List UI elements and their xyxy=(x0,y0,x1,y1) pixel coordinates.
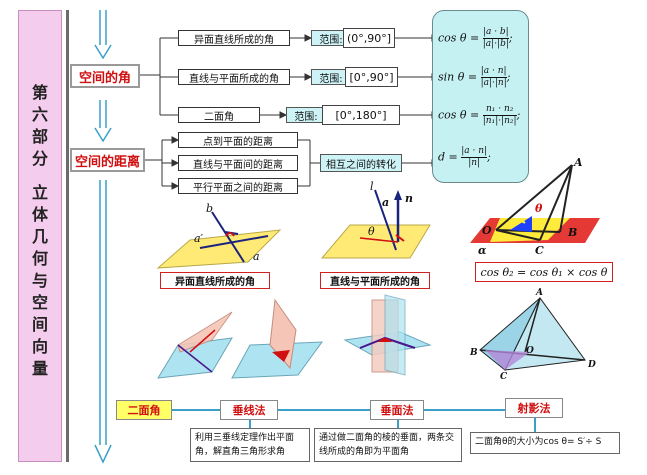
dihedral-title: 二面角 xyxy=(116,400,172,420)
note-perpendicular-plane: 通过做二面角的棱的垂面，两条交线所成的角即为平面角 xyxy=(314,428,462,462)
tri-letter-B: B xyxy=(568,226,578,239)
angle-item-line-plane: 直线与平面所成的角 xyxy=(178,69,290,85)
tri-letter-theta: θ xyxy=(535,202,543,215)
sidebar-char: 分 xyxy=(31,149,48,168)
tri-letter-C: C xyxy=(535,244,544,257)
figure-three-cosine xyxy=(470,164,600,243)
pyr-letter-O: O xyxy=(526,346,534,356)
sidebar-title-panel: 第六部分立体几何与空间向量 xyxy=(18,10,62,462)
sidebar-char: 何 xyxy=(31,249,48,268)
angles-branch-lines xyxy=(140,34,440,119)
skew-letter-b: b xyxy=(206,202,214,215)
lp-letter-a: a xyxy=(382,196,390,209)
tri-letter-alpha: α xyxy=(478,244,487,257)
pyr-letter-D: D xyxy=(588,360,596,370)
pyr-letter-A: A xyxy=(536,288,543,298)
figure-dihedral-2 xyxy=(231,298,324,379)
dihedral-chain-lines xyxy=(172,409,536,432)
figure-line-plane xyxy=(320,189,431,259)
conversion-label: 相互之间的转化 xyxy=(320,154,402,172)
figure-skew-lines xyxy=(156,211,282,269)
formula-cos-skew: cos θ = |a · b| |a|·|b| ; xyxy=(438,27,513,49)
three-cosine-formula: cos θ₂ = cos θ₁ × cos θ xyxy=(475,262,613,282)
range-value-1: (0°,90°] xyxy=(343,28,395,48)
lp-letter-l: l xyxy=(370,180,374,193)
sidebar-char: 第 xyxy=(31,83,48,102)
sidebar-char: 量 xyxy=(31,359,48,378)
pyr-letter-C: C xyxy=(500,372,508,382)
distance-item-point-plane: 点到平面的距离 xyxy=(178,132,298,148)
formula-cos-dihedral: cos θ = n₁ · n₂ |n₁|·|n₂| ; xyxy=(438,104,521,126)
down-arrow-line xyxy=(94,10,112,464)
distance-item-line-plane: 直线与平面间的距离 xyxy=(178,155,298,171)
lp-letter-theta: θ xyxy=(368,225,375,238)
pyr-letter-B: B xyxy=(470,348,478,358)
sidebar-char: 与 xyxy=(31,271,48,290)
figure-dihedral-1 xyxy=(157,311,233,379)
sidebar-char: 部 xyxy=(31,127,48,146)
method-projection: 射影法 xyxy=(505,398,563,418)
range-value-3: [0°,180°] xyxy=(322,105,400,125)
line-plane-caption: 直线与平面所成的角 xyxy=(320,272,430,289)
range-label-1: 范围: xyxy=(311,30,351,46)
angle-item-dihedral: 二面角 xyxy=(178,107,260,123)
method-perpendicular-plane: 垂面法 xyxy=(370,400,424,420)
formula-sin-line-plane: sin θ = |a · n| |a|·|n| ; xyxy=(438,66,511,88)
angles-title: 空间的角 xyxy=(70,64,140,88)
figure-dihedral-3 xyxy=(343,294,432,376)
sidebar-char: 六 xyxy=(31,105,48,124)
formula-distance: d = |a · n| |n| ; xyxy=(438,146,491,168)
note-projection: 二面角θ的大小为cos θ= S′÷ S xyxy=(470,432,620,454)
distance-item-parallel-planes: 平行平面之间的距离 xyxy=(178,178,298,194)
sidebar-char: 几 xyxy=(31,227,48,246)
distance-title: 空间的距离 xyxy=(70,148,145,172)
range-value-2: [0°,90°] xyxy=(345,67,398,87)
formula-panel xyxy=(432,10,529,183)
range-label-2: 范围: xyxy=(311,69,351,85)
method-perpendicular-line: 垂线法 xyxy=(220,400,278,420)
lp-letter-n: n xyxy=(405,192,413,205)
figure-pyramid xyxy=(479,297,586,371)
tri-letter-A: A xyxy=(574,156,583,169)
angle-item-skew-lines: 异面直线所成的角 xyxy=(178,30,290,46)
sidebar-char: 空 xyxy=(31,293,48,312)
tri-letter-O: O xyxy=(482,224,492,237)
sidebar-char: 体 xyxy=(31,205,48,224)
main-vertical-connector xyxy=(66,10,69,462)
range-label-3: 范围: xyxy=(286,107,326,123)
note-perpendicular-line: 利用三垂线定理作出平面角，解直角三角形求角 xyxy=(190,428,310,462)
sidebar-char: 立 xyxy=(31,183,48,202)
skew-letter-a-prime: a′ xyxy=(194,232,204,245)
skew-caption: 异面直线所成的角 xyxy=(160,272,270,289)
skew-letter-a: a xyxy=(253,250,260,263)
sidebar-char: 向 xyxy=(31,337,48,356)
sidebar-char: 间 xyxy=(31,315,48,334)
